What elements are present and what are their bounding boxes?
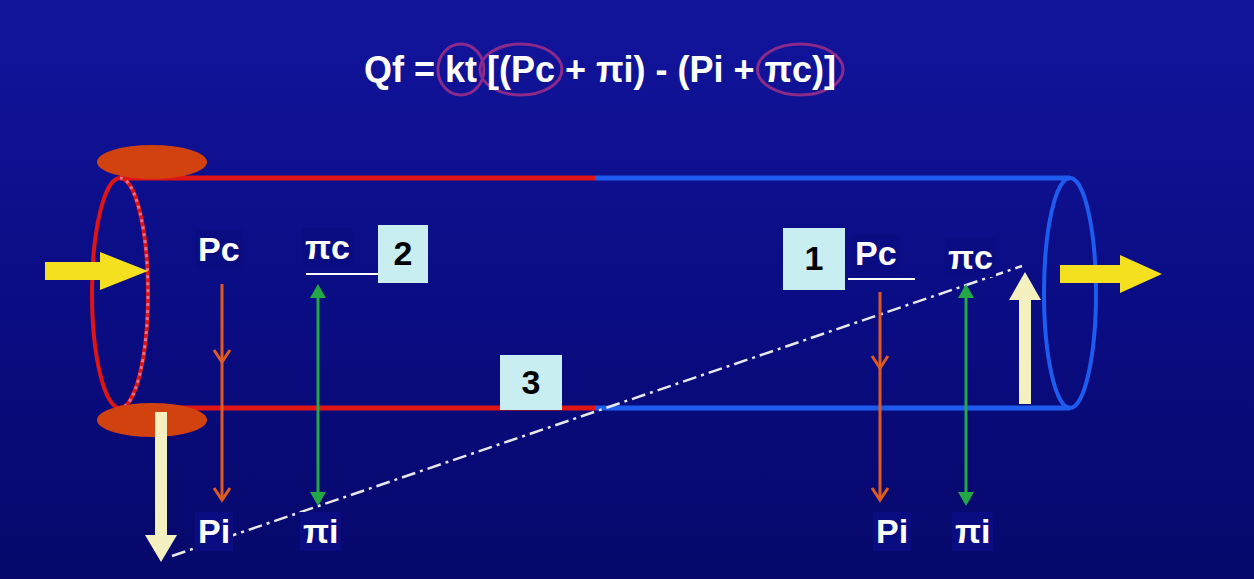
- flow-arrow: [45, 252, 148, 290]
- callout-box: 2: [378, 225, 428, 283]
- callout-number: 1: [805, 240, 824, 277]
- callout-number: 3: [522, 364, 541, 401]
- hydrostatic-arrow: [214, 284, 888, 500]
- callout-box: 1: [783, 228, 845, 290]
- filtration-equation: Qf = kt [(Pc + πi) - (Pi + πc)]: [364, 48, 836, 91]
- callout-leader: [306, 273, 378, 275]
- venous-wall: [595, 176, 1070, 181]
- pressure-symbol: πc: [945, 238, 996, 277]
- absorption-arrow: [1009, 272, 1041, 404]
- sphincter: [97, 145, 207, 179]
- pressure-symbol: πi: [952, 512, 993, 551]
- venous-wall: [595, 406, 1070, 411]
- pressure-symbol: πi: [300, 512, 341, 551]
- pressure-symbol: Pc: [195, 230, 243, 269]
- flow-arrow: [1060, 255, 1162, 293]
- filtration-arrow: [145, 412, 177, 562]
- venous-opening: [1044, 178, 1096, 408]
- pressure-gradient-line: [172, 266, 1022, 556]
- callout-number: 2: [394, 235, 413, 272]
- pressure-symbol: πc: [302, 228, 353, 267]
- sphincter: [97, 403, 207, 437]
- arterial-wall: [120, 176, 595, 181]
- callout-leader: [848, 278, 915, 280]
- pressure-symbol: Pi: [873, 512, 911, 551]
- callout-box: 3: [500, 355, 562, 410]
- pressure-symbol: Pi: [195, 512, 233, 551]
- oncotic-arrow: [310, 284, 974, 506]
- arterial-opening-back: [120, 178, 148, 408]
- arterial-opening: [92, 178, 148, 408]
- pressure-symbol: Pc: [852, 234, 900, 273]
